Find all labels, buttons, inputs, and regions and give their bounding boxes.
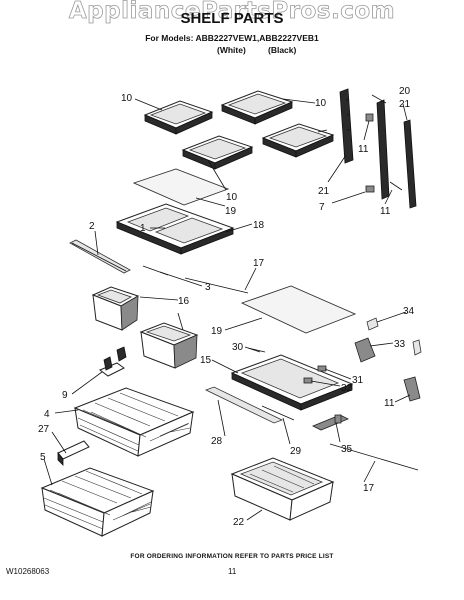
bracket-part-11-mid [389,181,403,191]
callout-4: 4 [44,409,50,420]
models-line: For Models: ABB2227VEW1,ABB2227VEB1 [145,33,319,43]
callout-3: 3 [205,282,211,293]
watermark-text: AppliancePartsPros.com [68,0,396,24]
callout-34: 34 [403,306,415,317]
callout-19b: 19 [211,326,223,337]
callout-11c: 11 [384,398,395,409]
bracket-part-33-right [403,376,421,402]
shelf-frame-part-10b [220,90,294,125]
callout-17a: 17 [253,258,265,269]
ordering-info-note: FOR ORDERING INFORMATION REFER TO PARTS … [130,553,334,560]
callout-9: 9 [62,390,68,401]
page-title: SHELF PARTS [180,10,284,27]
page-number: 11 [228,567,237,576]
trim-strip-part-28 [204,386,284,424]
shelf-frame-part-10a [143,100,214,135]
callout-28: 28 [211,436,223,447]
shelf-rail-part-21-left [339,88,354,164]
rod-part-17-upper [184,277,249,294]
basket-bracket-part-27 [57,440,90,466]
callout-17b: 17 [363,483,375,494]
callout-5: 5 [40,452,46,463]
clip-part-31 [317,365,327,372]
trim-strip-part-2 [69,239,131,274]
shelf-frame-part-10d [261,123,335,158]
callout-29: 29 [290,446,302,457]
callout-11b: 11 [380,206,391,217]
slide-rail-part-35 [312,414,349,431]
shelf-rail-part-20 [376,99,390,200]
crisper-bin-part-16-left [91,286,140,331]
bracket-part-11-top [365,113,374,122]
callout-22: 22 [233,517,245,528]
callout-21a: 21 [399,99,411,110]
callout-18: 18 [253,220,265,231]
callout-11a: 11 [358,144,369,155]
callout-33: 33 [394,339,406,350]
shelf-rail-part-21-right [403,119,417,209]
drawer-tray-part-22 [230,457,335,521]
callout-30: 30 [232,342,244,353]
callout-20: 20 [399,86,411,97]
callout-21b: 21 [318,186,330,197]
document-number: W10268063 [6,567,50,576]
callout-27: 27 [38,424,50,435]
callout-19a: 19 [225,206,237,217]
callout-10a: 10 [121,93,133,104]
variant-white-label: (White) [217,45,246,55]
variant-black-label: (Black) [268,45,297,55]
bracket-part-34 [366,317,422,356]
callout-10c: 10 [226,192,238,203]
callout-1: 1 [140,223,146,234]
crisper-cover-frame-part-18 [115,203,235,255]
callout-10b: 10 [315,98,327,109]
drawer-frame-part-15 [230,354,354,411]
callout-7: 7 [319,202,325,213]
shelf-frame-part-10c [181,135,254,170]
leader-lines [43,94,411,521]
callout-32: 32 [341,383,353,394]
wire-basket-part-5 [40,467,155,537]
crisper-bin-part-16-right [139,322,199,369]
callout-16: 16 [178,296,190,307]
clip-part-32 [303,377,313,384]
callout-31: 31 [352,375,364,386]
wire-basket-part-4 [73,387,195,457]
rod-part-17-lower [329,443,419,471]
screw-part-7 [365,185,375,193]
callout-2: 2 [89,221,95,232]
bracket-part-33-left [354,337,376,363]
rail-part-29 [261,405,295,421]
glass-shelf-part-19-upper [132,168,230,206]
callout-15: 15 [200,355,212,366]
glass-shelf-part-19-lower [240,285,357,334]
callout-35: 35 [341,444,353,455]
basket-bracket-part-9 [98,346,127,377]
